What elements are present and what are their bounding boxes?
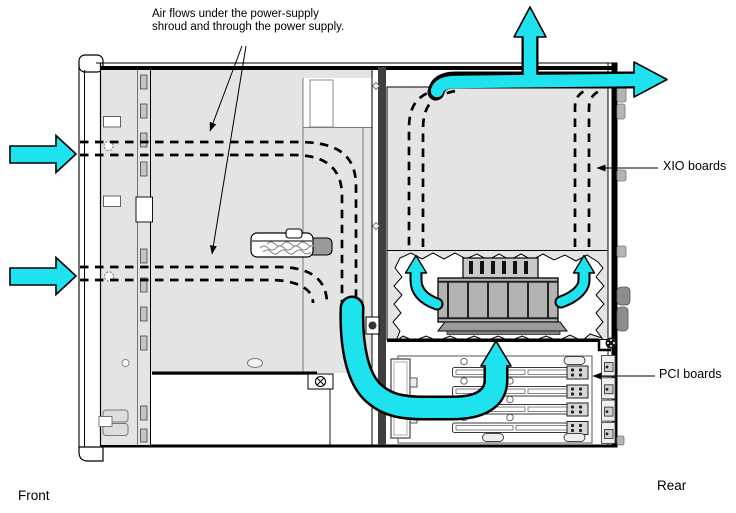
pci-rear-brackets bbox=[601, 355, 616, 444]
power-supply-handle bbox=[250, 228, 333, 258]
front-panel-latch bbox=[98, 409, 129, 436]
bay-bottom-wall bbox=[387, 338, 599, 342]
bay-screw bbox=[368, 321, 377, 330]
front-panel-slot bbox=[103, 116, 121, 128]
heatsink-base-lip bbox=[446, 330, 561, 335]
wall-flower-screw bbox=[605, 337, 617, 349]
heatsink-exhaust-arrow-right bbox=[554, 254, 596, 309]
panel-screw bbox=[103, 140, 114, 152]
xio-airflow-path bbox=[587, 89, 600, 247]
pci-slot-row bbox=[452, 421, 589, 435]
label-xio-boards: XIO boards bbox=[663, 159, 727, 173]
fan-housing bbox=[309, 79, 334, 128]
heatsink-fins bbox=[447, 282, 549, 318]
xio-airflow-path bbox=[573, 88, 587, 247]
annotation-arrow-2 bbox=[209, 45, 247, 255]
shroud-airflow-path bbox=[80, 265, 329, 305]
handle-texture bbox=[259, 241, 317, 255]
front-inlet-arrow-bottom bbox=[9, 255, 78, 297]
pci-bracket bbox=[601, 355, 616, 377]
chassis-bottom-left-foot bbox=[78, 446, 104, 462]
annotation-arrow-1 bbox=[209, 45, 243, 132]
strip-vents bbox=[140, 74, 148, 443]
chassis-right-wall bbox=[611, 63, 618, 447]
heatsink-connector-slots bbox=[469, 261, 528, 274]
front-panel bbox=[98, 116, 130, 436]
top-exhaust-flow bbox=[427, 6, 668, 101]
top-exhaust-arrowhead-up bbox=[513, 6, 547, 38]
label-rear: Rear bbox=[657, 478, 687, 493]
front-panel-slot bbox=[103, 195, 121, 207]
wall-screw bbox=[371, 221, 381, 231]
shroud-airflow-path bbox=[80, 140, 358, 306]
shroud-hole bbox=[247, 358, 263, 368]
shroud-airflow-path bbox=[80, 278, 315, 304]
leader-lines bbox=[209, 45, 658, 380]
shroud-front-edge bbox=[152, 371, 317, 375]
chassis-bottom-wall bbox=[100, 444, 618, 448]
rear-panel-connectors bbox=[616, 84, 631, 446]
heatsink-base bbox=[436, 321, 569, 332]
pci-bracket bbox=[601, 377, 616, 400]
airflow-arrows bbox=[9, 6, 668, 421]
heatsink-fins-body bbox=[437, 277, 559, 323]
heatsink bbox=[436, 257, 569, 335]
label-pci-boards: PCI boards bbox=[659, 367, 722, 381]
power-supply-duct bbox=[339, 295, 512, 421]
front-inlet-arrow-top bbox=[9, 133, 78, 175]
xio-airflow-path bbox=[421, 89, 456, 247]
label-front: Front bbox=[18, 488, 50, 503]
lower-chassis-structure bbox=[152, 358, 334, 445]
pci-bracket bbox=[601, 399, 616, 422]
drive-bay-strip bbox=[135, 74, 153, 443]
pci-bracket bbox=[601, 421, 616, 444]
panel-hole bbox=[121, 359, 130, 367]
pci-oval-connectors bbox=[482, 356, 586, 442]
shroud-airflow-path bbox=[80, 153, 344, 306]
annotation-air-flow: Air flows under the power-supply shroud … bbox=[152, 8, 345, 33]
strip-notch bbox=[135, 196, 153, 223]
pci-slot-row bbox=[452, 365, 589, 380]
chassis-top-wall bbox=[100, 66, 613, 70]
heatsink-exhaust-arrow-left bbox=[404, 254, 444, 311]
wall-screw bbox=[371, 81, 381, 91]
